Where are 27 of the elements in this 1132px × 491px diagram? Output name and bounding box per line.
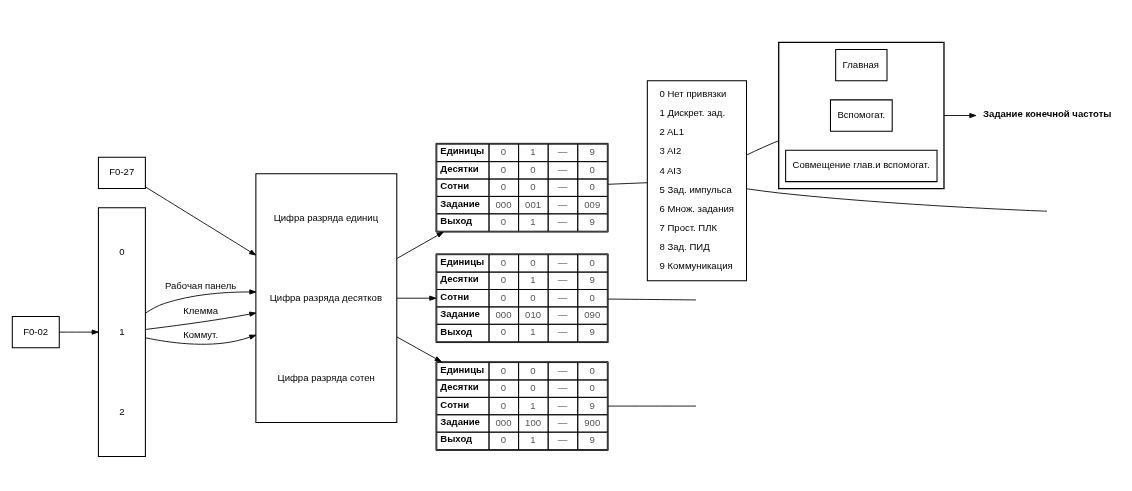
arrow <box>59 329 99 335</box>
cluster <box>778 41 945 189</box>
node-box: 0 1 2 <box>97 206 146 457</box>
arrow <box>396 336 442 362</box>
node-box: F0-02 <box>11 315 60 348</box>
arrow <box>396 231 444 259</box>
connector <box>607 405 697 406</box>
connector <box>746 187 1048 212</box>
edge-label: Коммут. <box>183 328 219 340</box>
edge-label: Рабочая панель <box>164 279 237 291</box>
node-box: Главная <box>835 48 888 81</box>
arrow <box>145 288 257 313</box>
arrow <box>145 186 257 255</box>
connector <box>746 139 780 155</box>
edge-label: Клемма <box>183 304 219 316</box>
node-text: Задание конечной частоты <box>983 107 1112 119</box>
node-box: Совмещение глав.и вспомогат. <box>785 149 938 182</box>
node-box: F0-27 <box>97 156 146 189</box>
arrow <box>145 334 257 345</box>
node-box: 0 Нет привязки 1 Дискрет. зад. 2 AL1 3 AI2 4 AI3 5 Зад. импульса 6 Множ. задания 7 Прост. ПЛК 8 Зад. ПИД 9 Коммуникация <box>646 79 748 281</box>
connector <box>607 298 697 300</box>
node-box: Цифра разряда единиц Цифра разряда десятков Цифра разряда сотен <box>255 172 398 423</box>
node-box: Вспомогат. <box>829 98 893 132</box>
arrow <box>396 295 437 301</box>
arrow <box>145 311 257 330</box>
connector <box>607 181 648 185</box>
arrow <box>943 112 977 118</box>
